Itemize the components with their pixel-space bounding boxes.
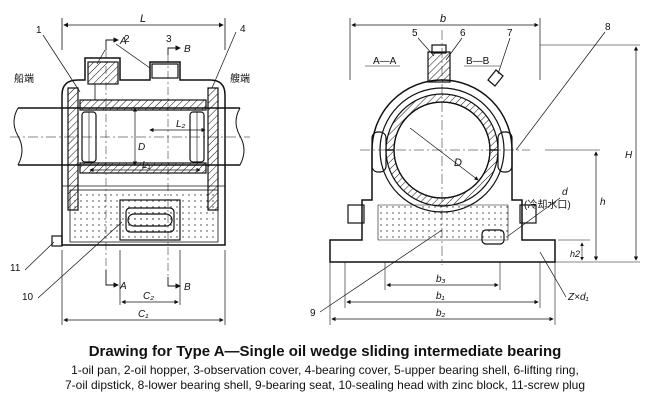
left-view bbox=[10, 18, 250, 325]
dim-b1: b₁ bbox=[436, 291, 445, 302]
side-label-right: 艘端 bbox=[230, 72, 250, 85]
callout-6: 6 bbox=[460, 28, 466, 39]
dim-H: H bbox=[625, 150, 633, 161]
dim-L2: L₂ bbox=[176, 119, 186, 130]
dim-D-left: D bbox=[138, 142, 145, 153]
right-view bbox=[319, 18, 640, 325]
section-label-bb: B—B bbox=[466, 56, 490, 67]
callout-2: 2 bbox=[124, 34, 130, 45]
section-mark-b-top: B bbox=[184, 44, 191, 55]
callout-9: 9 bbox=[310, 308, 316, 319]
dim-b2: b₂ bbox=[436, 308, 446, 319]
technical-drawing: L L₂ L₁ D C₂ C₁ A B A B 船端 艘端 bbox=[10, 13, 640, 325]
dim-C1: C₁ bbox=[138, 309, 148, 320]
section-label-aa: A—A bbox=[373, 56, 397, 67]
callout-7: 7 bbox=[507, 28, 513, 39]
side-label-left: 船端 bbox=[14, 72, 34, 85]
section-mark-a-top: A bbox=[119, 36, 127, 47]
caption-legend-line-1: 1-oil pan, 2-oil hopper, 3-observation c… bbox=[71, 363, 579, 377]
dim-L: L bbox=[140, 13, 146, 25]
dim-L1: L₁ bbox=[142, 160, 151, 171]
section-mark-b-bottom: B bbox=[184, 282, 191, 293]
callout-3: 3 bbox=[166, 34, 172, 45]
callout-4: 4 bbox=[240, 24, 246, 35]
dim-h: h bbox=[600, 197, 606, 208]
callout-5: 5 bbox=[412, 28, 418, 39]
callout-8: 8 bbox=[605, 22, 611, 33]
dim-b3: b₃ bbox=[436, 274, 446, 285]
cooling-port-label: (冷却水口) bbox=[524, 198, 571, 211]
dim-b: b bbox=[440, 13, 446, 25]
callout-10: 10 bbox=[22, 292, 34, 303]
dim-D-right: D bbox=[454, 157, 462, 169]
dim-C2: C₂ bbox=[143, 291, 154, 302]
section-mark-a-bottom: A bbox=[119, 281, 127, 292]
dim-Zd1: Z×d₁ bbox=[567, 292, 589, 303]
caption-legend-line-2: 7-oil dipstick, 8-lower bearing shell, 9… bbox=[64, 378, 586, 392]
dim-d: d bbox=[562, 187, 568, 198]
callout-1: 1 bbox=[36, 25, 42, 36]
caption-title: Drawing for Type A—Single oil wedge slid… bbox=[88, 343, 562, 360]
dim-h2: h2 bbox=[570, 249, 580, 259]
callout-11: 11 bbox=[10, 263, 21, 274]
